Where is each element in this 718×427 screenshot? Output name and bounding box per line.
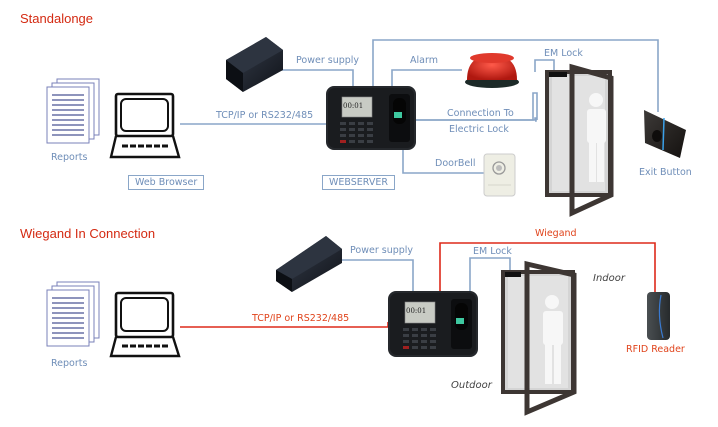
wire-em-lock-2 xyxy=(469,257,511,292)
wire-power-supply xyxy=(278,69,354,86)
exit-button-icon xyxy=(644,110,686,158)
laptop-icon xyxy=(109,92,181,159)
doorbell-icon xyxy=(483,153,516,197)
standalone-wires xyxy=(180,39,659,174)
outdoor-label: Outdoor xyxy=(451,380,492,391)
wire-alarm xyxy=(391,69,462,86)
reports-icon xyxy=(46,78,100,144)
reports-icon-2 xyxy=(46,281,100,347)
web-browser-label: Web Browser xyxy=(128,175,205,190)
em-lock-label-2: EM Lock xyxy=(473,246,512,257)
wire-power-supply-2 xyxy=(337,259,414,292)
reports-label: Reports xyxy=(51,152,88,163)
alarm-icon xyxy=(465,53,519,88)
rfid-reader-icon xyxy=(647,292,670,340)
power-supply-label: Power supply xyxy=(296,55,360,66)
section-title-standalone: Standalonge xyxy=(20,11,94,26)
wiegand-label: Wiegand xyxy=(535,228,577,239)
device-screen-time-2: 00:01 xyxy=(406,307,427,315)
wire-doorbell xyxy=(402,148,484,174)
alarm-label: Alarm xyxy=(410,55,438,66)
power-supply-label-2: Power supply xyxy=(350,245,414,256)
indoor-label: Indoor xyxy=(593,273,625,284)
tcp-label-2: TCP/IP or RS232/485 xyxy=(252,313,350,324)
laptop-icon-2 xyxy=(109,291,181,358)
access-control-terminal-2 xyxy=(388,291,478,357)
webserver-label: WEBSERVER xyxy=(322,175,395,190)
wire-em-lock-loop xyxy=(372,39,659,112)
reports-label-2: Reports xyxy=(51,358,88,369)
door-icon xyxy=(545,63,614,217)
access-control-terminal xyxy=(326,86,416,150)
door-icon-2 xyxy=(501,260,577,416)
connection-label-line1: Connection To xyxy=(447,108,514,119)
connection-label-line2: Electric Lock xyxy=(449,124,509,135)
rfid-reader-label: RFID Reader xyxy=(626,344,685,355)
section-title-wiegand: Wiegand In Connection xyxy=(20,226,156,241)
exit-button-label: Exit Button xyxy=(639,167,692,178)
wire-electric-lock-2 xyxy=(414,92,538,121)
device-screen-time: 00:01 xyxy=(343,102,364,110)
doorbell-label: DoorBell xyxy=(435,158,476,169)
em-lock-label: EM Lock xyxy=(544,48,583,59)
wire-wiegand xyxy=(439,242,656,292)
wire-em-lock xyxy=(534,59,555,72)
tcp-label: TCP/IP or RS232/485 xyxy=(216,110,314,121)
power-supply-icon-2 xyxy=(276,236,342,292)
power-supply-icon xyxy=(226,37,283,92)
